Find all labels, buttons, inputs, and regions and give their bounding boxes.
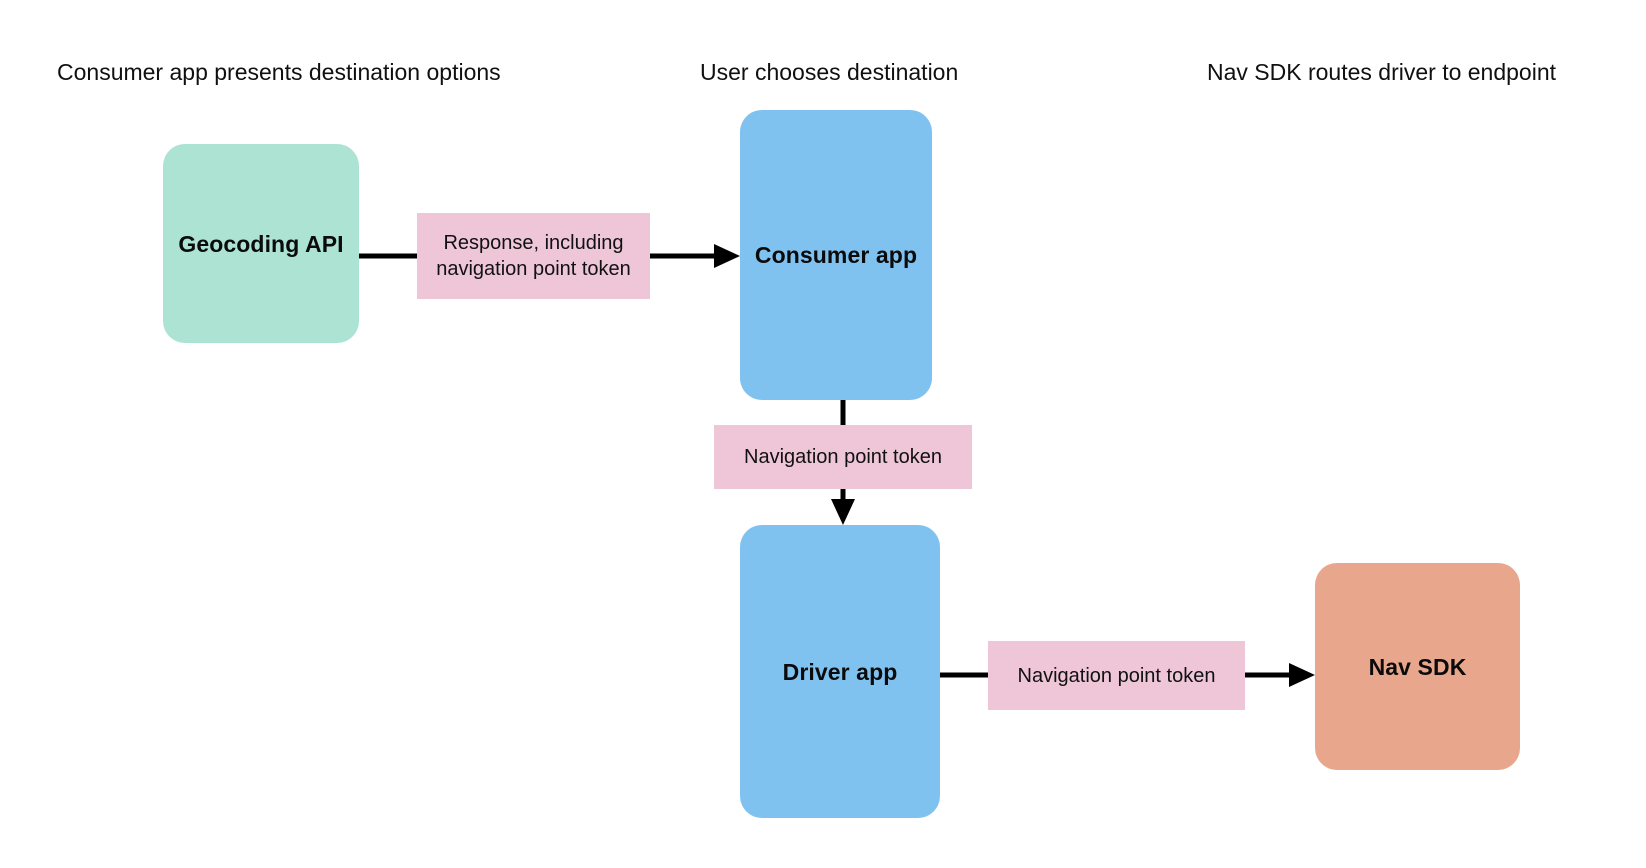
node-consumer-app-label: Consumer app [754,242,918,268]
edge-label-response-including-navigation-point-token: Response, including navigation point tok… [417,213,650,299]
edge-label-navigation-point-token-driver-to-navsdk: Navigation point token [988,641,1245,710]
node-nav-sdk[interactable]: Nav SDK [1315,563,1520,770]
column-header-nav-sdk: Nav SDK routes driver to endpoint [1207,59,1557,85]
column-header-user: User chooses destination [700,59,959,85]
edge-label-navigation-point-token-consumer-to-driver: Navigation point token [714,425,972,489]
column-header-consumer: Consumer app presents destination option… [57,59,501,85]
node-driver-app-label: Driver app [782,658,898,685]
edge-label-token-vertical-text: Navigation point token [744,446,942,468]
edge-label-token-horizontal-text: Navigation point token [1017,664,1216,687]
node-geocoding-api-label: Geocoding API [178,230,344,257]
node-consumer-app[interactable]: Consumer app [740,110,932,400]
node-driver-app[interactable]: Driver app [740,525,940,818]
node-geocoding-api[interactable]: Geocoding API [163,144,359,343]
edge-label-response-text: Response, including navigation point tok… [436,232,631,280]
node-nav-sdk-label: Nav SDK [1368,653,1467,680]
